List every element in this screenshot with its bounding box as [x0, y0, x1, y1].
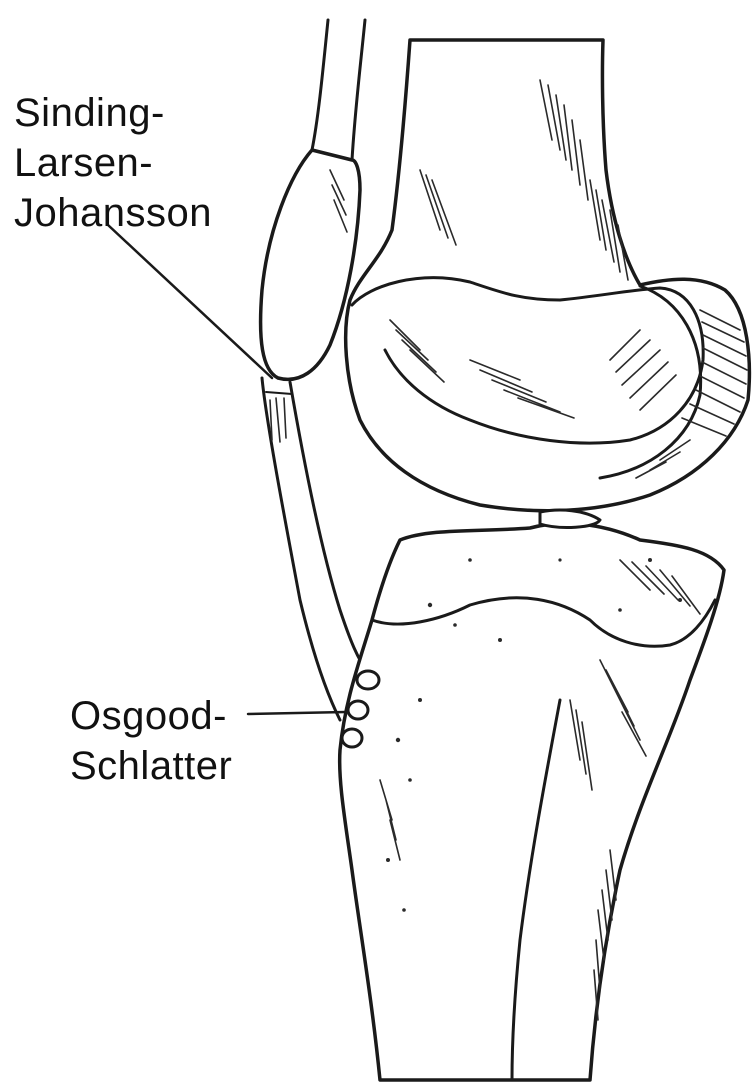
leader-line-osgood-schlatter: [248, 712, 346, 714]
label-sinding-line-1: Sinding-: [14, 90, 165, 136]
patellar-tendon: [262, 378, 368, 720]
leader-line-sinding-larsen-johansson: [108, 225, 272, 378]
label-osgood-line-1: Osgood-: [70, 693, 227, 739]
femur: [346, 40, 750, 511]
tibia: [340, 510, 724, 1080]
label-osgood-line-2: Schlatter: [70, 743, 232, 789]
label-sinding-line-2: Larsen-: [14, 140, 153, 186]
label-sinding-line-3: Johansson: [14, 190, 212, 236]
